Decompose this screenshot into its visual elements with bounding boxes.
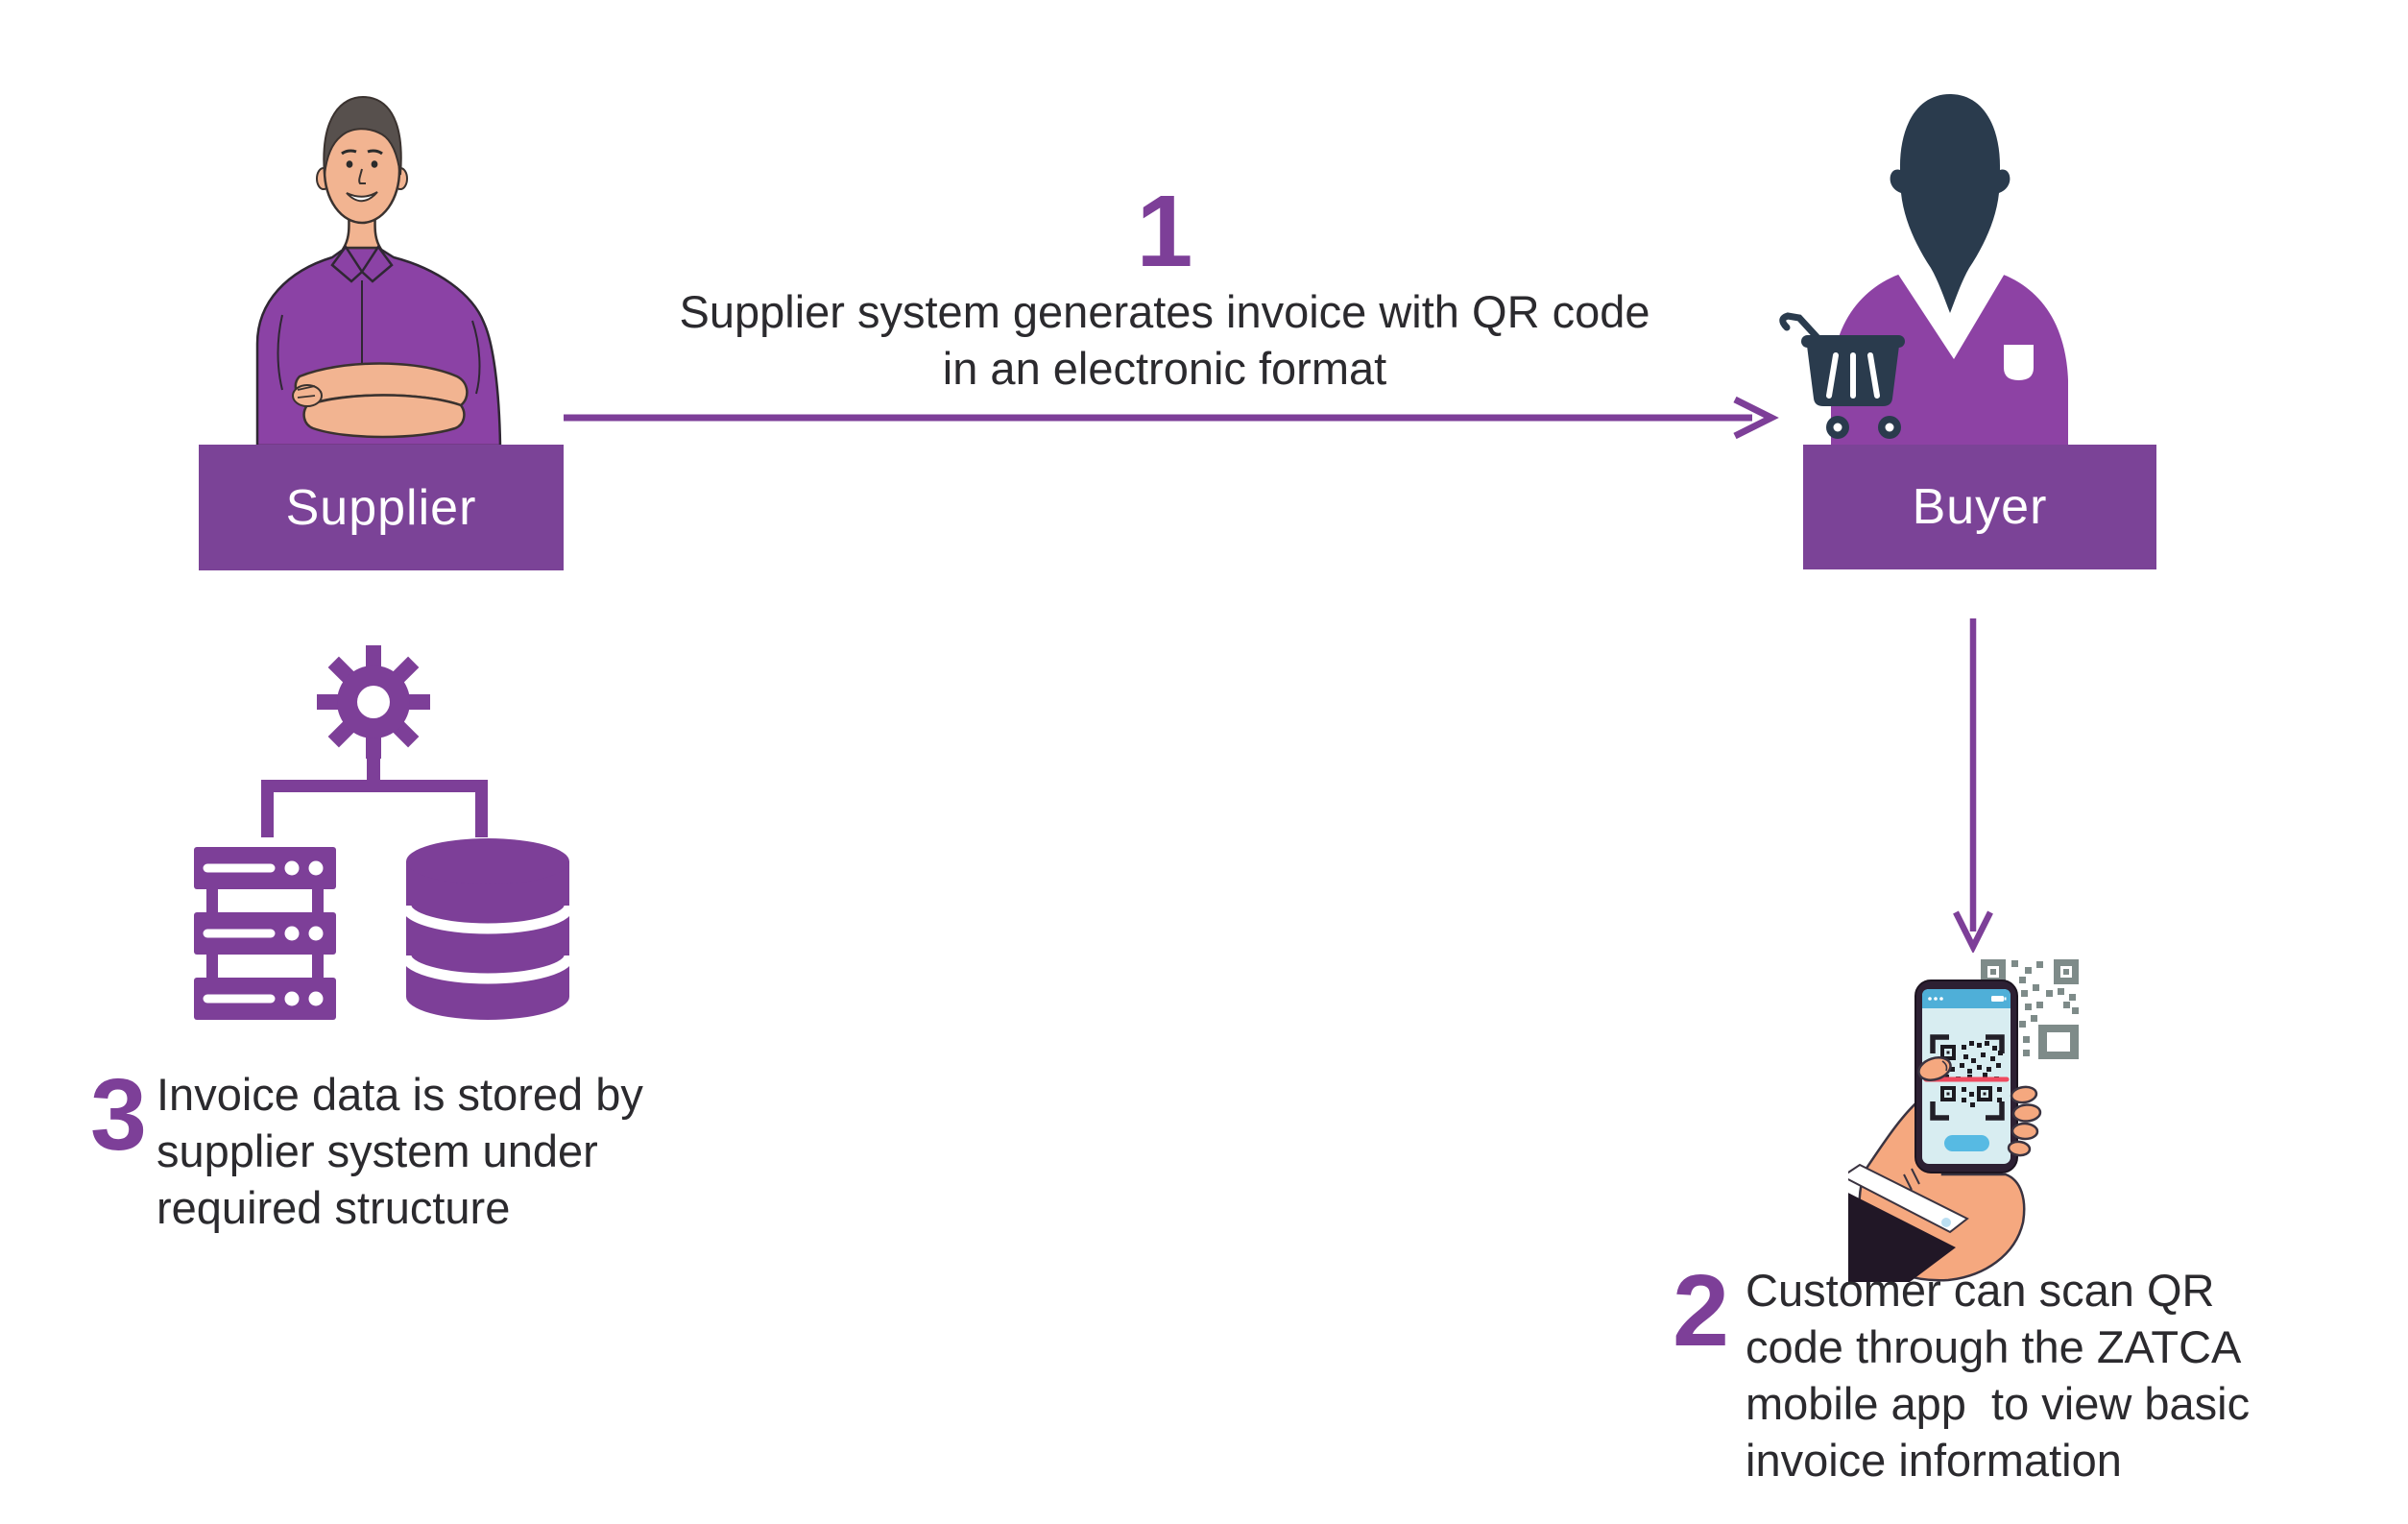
step1-number: 1 bbox=[1136, 175, 1193, 288]
buyer-label: Buyer bbox=[1912, 479, 2048, 535]
buyer-label-box: Buyer bbox=[1803, 445, 2156, 569]
step1-caption-line2: in an electronic format bbox=[942, 343, 1387, 394]
step1-caption-line1: Supplier system generates invoice with Q… bbox=[679, 286, 1650, 337]
step3-caption-line2: supplier system under bbox=[157, 1125, 598, 1176]
step1-caption: Supplier system generates invoice with Q… bbox=[576, 283, 1753, 397]
gear-icon bbox=[317, 645, 430, 759]
scan-button bbox=[1944, 1135, 1989, 1151]
step2-caption-line1: Customer can scan QR bbox=[1746, 1265, 2215, 1316]
step2-caption: Customer can scan QR code through the ZA… bbox=[1746, 1262, 2379, 1488]
server-icon bbox=[194, 847, 336, 1020]
data-storage-illustration bbox=[194, 645, 575, 1020]
database-icon bbox=[400, 838, 575, 1020]
supplier-label: Supplier bbox=[285, 479, 477, 536]
step2-caption-line4: invoice information bbox=[1746, 1435, 2122, 1486]
cuff-button bbox=[1941, 1218, 1951, 1227]
step2-caption-line3: mobile app to view basic bbox=[1746, 1378, 2251, 1429]
step3-caption-line1: Invoice data is stored by bbox=[157, 1069, 643, 1120]
shopping-cart-icon bbox=[1779, 312, 1905, 439]
buyer-illustration bbox=[1779, 94, 2068, 445]
connector-lines bbox=[261, 747, 488, 837]
step3-number: 3 bbox=[90, 1058, 147, 1172]
hand-fingers bbox=[1917, 1056, 2042, 1157]
suit-sleeve bbox=[1848, 1193, 1956, 1282]
step3-caption: Invoice data is stored by supplier syste… bbox=[157, 1066, 752, 1236]
step2-caption-line2: code through the ZATCA bbox=[1746, 1321, 2242, 1372]
scan-frame bbox=[1930, 1034, 2005, 1121]
smartphone bbox=[1914, 980, 2018, 1173]
shirt-cuff bbox=[1848, 1163, 1969, 1234]
arrow-buyer-to-phone bbox=[1953, 618, 1993, 953]
supplier-person bbox=[255, 95, 502, 446]
supplier-label-box: Supplier bbox=[199, 445, 564, 570]
phone-scan-illustration bbox=[1848, 959, 2079, 1282]
step3-caption-line3: required structure bbox=[157, 1182, 511, 1233]
supplier-illustration bbox=[255, 95, 502, 446]
step2-number: 2 bbox=[1673, 1254, 1729, 1367]
arrow-supplier-to-buyer bbox=[564, 397, 1779, 439]
